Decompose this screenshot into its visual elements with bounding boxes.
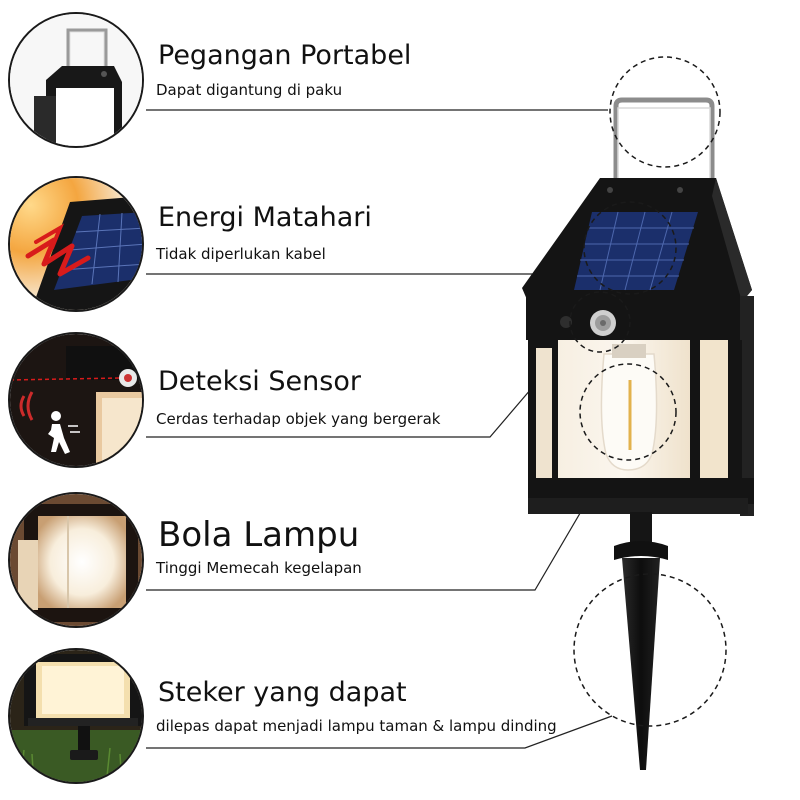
thumbnail-solar — [8, 176, 144, 312]
lamp-top-band — [526, 296, 752, 340]
light-bulb-icon — [10, 494, 142, 626]
feature-title-bulb: Bola Lampu — [158, 515, 360, 555]
lamp-bulb — [600, 344, 658, 471]
thumbnail-handle — [8, 12, 144, 148]
lamp-solar-panel — [574, 187, 698, 291]
feature-desc-sensor: Cerdas terhadap objek yang bergerak — [156, 410, 441, 428]
feature-desc-solar: Tidak diperlukan kabel — [156, 245, 326, 263]
feature-desc-stake: dilepas dapat menjadi lampu taman & lamp… — [156, 717, 557, 735]
feature-title-stake: Steker yang dapat — [158, 677, 407, 708]
hanging-handle-icon — [10, 14, 142, 146]
feature-title-solar: Energi Matahari — [158, 202, 372, 233]
lamp-handle — [613, 97, 715, 188]
solar-panel-icon — [10, 178, 142, 310]
feature-desc-handle: Dapat digantung di paku — [156, 81, 343, 99]
feature-title-handle: Pegangan Portabel — [158, 40, 412, 71]
lamp-motion-sensor — [560, 310, 616, 336]
lamp-glass-side — [700, 340, 728, 500]
feature-desc-bulb: Tinggi Memecah kegelapan — [156, 559, 362, 577]
feature-title-sensor: Deteksi Sensor — [158, 366, 361, 397]
highlight-circles — [569, 56, 727, 727]
thumbnail-bulb — [8, 492, 144, 628]
lamp-ground-stake — [614, 512, 668, 770]
